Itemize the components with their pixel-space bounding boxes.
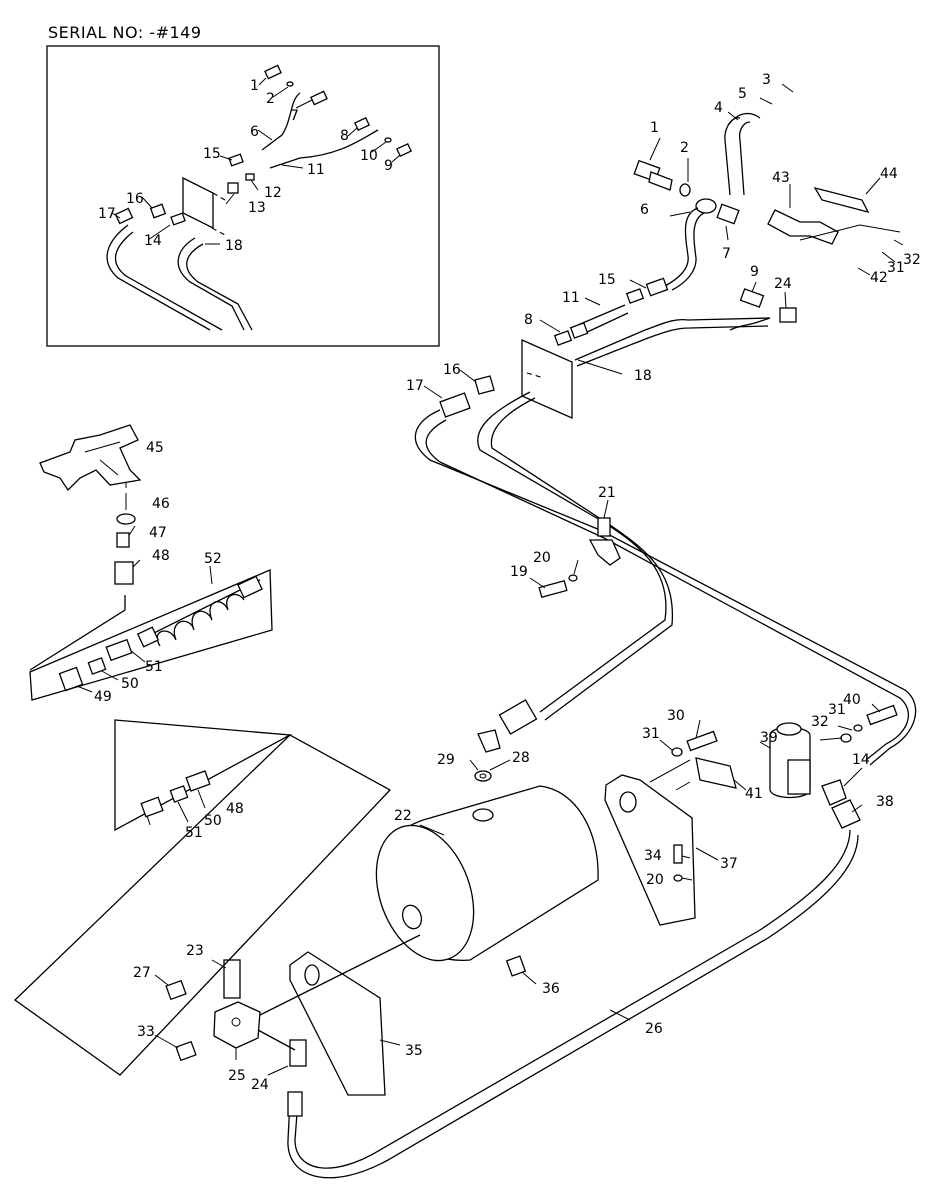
part-label-34: 34 [644, 848, 662, 864]
serial-number: SERIAL NO: -#149 [48, 23, 202, 42]
part-label-11: 11 [562, 290, 580, 306]
inset-label-1: 1 [250, 78, 259, 94]
part-label-36: 36 [542, 981, 560, 997]
part-label-19: 19 [510, 564, 528, 580]
inset-label-8: 8 [340, 128, 349, 144]
part-label-2: 2 [680, 140, 689, 156]
part-label-31: 31 [887, 260, 905, 276]
part-label-42: 42 [870, 270, 888, 286]
part-label-5: 5 [738, 86, 747, 102]
inset-label-11: 11 [307, 162, 325, 178]
inset-label-2: 2 [266, 91, 275, 107]
part-label-32: 32 [903, 252, 921, 268]
inset-label-13: 13 [248, 200, 266, 216]
part-label-31-mid: 31 [642, 726, 660, 742]
part-label-43: 43 [772, 170, 790, 186]
part-label-37: 37 [720, 856, 738, 872]
part-label-26: 26 [645, 1021, 663, 1037]
inset-label-6: 6 [250, 124, 259, 140]
inset-label-10: 10 [360, 148, 378, 164]
part-label-39: 39 [760, 730, 778, 746]
inset-label-14: 14 [144, 233, 162, 249]
part-label-24-lower: 24 [251, 1077, 269, 1093]
part-label-20: 20 [533, 550, 551, 566]
part-label-1: 1 [650, 120, 659, 136]
part-label-18: 18 [634, 368, 652, 384]
part-label-50-bottom: 50 [204, 813, 222, 829]
part-label-29: 29 [437, 752, 455, 768]
part-label-3: 3 [762, 72, 771, 88]
part-label-51-bottom: 51 [185, 825, 203, 841]
part-label-16: 16 [443, 362, 461, 378]
inset-box [46, 45, 440, 347]
part-label-27: 27 [133, 965, 151, 981]
part-label-21: 21 [598, 485, 616, 501]
part-label-28: 28 [512, 750, 530, 766]
part-label-48-top: 48 [152, 548, 170, 564]
part-label-23: 23 [186, 943, 204, 959]
inset-label-7: 7 [290, 108, 299, 124]
part-label-14: 14 [852, 752, 870, 768]
part-label-25: 25 [228, 1068, 246, 1084]
part-label-7: 7 [722, 246, 731, 262]
part-label-40: 40 [843, 692, 861, 708]
inset-label-15: 15 [203, 146, 221, 162]
inset-label-12: 12 [264, 185, 282, 201]
part-label-30: 30 [667, 708, 685, 724]
part-label-6: 6 [640, 202, 649, 218]
main-assembly [13, 83, 917, 1179]
part-label-31-right: 31 [828, 702, 846, 718]
part-label-20-lower: 20 [646, 872, 664, 888]
part-label-44: 44 [880, 166, 898, 182]
part-label-4: 4 [714, 100, 723, 116]
part-label-47: 47 [149, 525, 167, 541]
main-labels: 3 5 4 1 2 44 43 32 31 42 6 7 9 24 15 11 … [94, 72, 921, 1093]
part-label-22: 22 [394, 808, 412, 824]
part-label-46: 46 [152, 496, 170, 512]
part-label-15: 15 [598, 272, 616, 288]
inset-label-9: 9 [384, 158, 393, 174]
part-label-8: 8 [524, 312, 533, 328]
part-label-24: 24 [774, 276, 792, 292]
part-label-52: 52 [204, 551, 222, 567]
part-label-45: 45 [146, 440, 164, 456]
part-label-9: 9 [750, 264, 759, 280]
part-label-33: 33 [137, 1024, 155, 1040]
part-label-17: 17 [406, 378, 424, 394]
inset-label-18: 18 [225, 238, 243, 254]
part-label-51-top: 51 [145, 659, 163, 675]
inset-labels: 1 2 7 6 8 10 9 15 11 12 13 16 17 14 18 [98, 78, 393, 254]
part-label-35: 35 [405, 1043, 423, 1059]
part-label-49: 49 [94, 689, 112, 705]
part-label-41: 41 [745, 786, 763, 802]
inset-label-16: 16 [126, 191, 144, 207]
part-label-50-top: 50 [121, 676, 139, 692]
part-label-38: 38 [876, 794, 894, 810]
inset-label-17: 17 [98, 206, 116, 222]
part-label-32-right: 32 [811, 714, 829, 730]
part-label-48-bottom: 48 [226, 801, 244, 817]
